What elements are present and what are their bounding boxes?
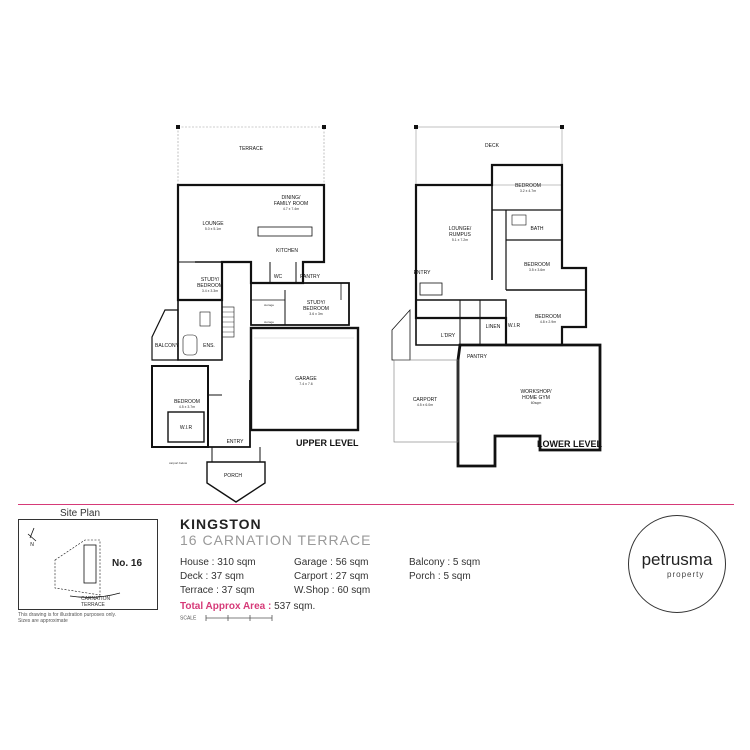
property-name: KINGSTON [180,516,262,532]
north-arrow-label: N [30,542,34,548]
upper-pantry-label: PANTRY [300,274,320,280]
area-wshop: W.Shop : 60 sqm [294,585,371,596]
company-logo: petrusma property [628,515,726,613]
area-carport: Carport : 27 sqm [294,571,369,582]
garage-dim: 7.4 x 7.6 [299,382,312,386]
street-name-2: TERRACE [81,602,105,608]
family-room-label: FAMILY ROOM [274,201,308,207]
carport-below-note: carport below [169,461,188,465]
disclaimer-line-2: Sizes are approximate [18,618,68,624]
area-garage: Garage : 56 sqm [294,557,369,568]
property-address: 16 CARNATION TERRACE [180,532,372,548]
carport-dim: 4.5 x 6.0m [417,403,433,407]
workshop-label: WORKSHOP/ [520,389,552,395]
area-deck: Deck : 37 sqm [180,571,244,582]
porch-area [206,461,266,503]
upper-study-label: STUDY/ [201,277,220,283]
upper-lounge-dim: 5.0 x 5.1m [205,227,221,231]
site-plan-box: No. 16 CARNATION TERRACE [18,519,158,610]
upper-study-b-label-2: BEDROOM [303,306,329,312]
upper-study-b-label: STUDY/ [307,300,326,306]
ens-label: ENS. [203,343,215,349]
street-name: CARNATION [81,596,111,602]
lower-bedroom-2-label: BEDROOM [524,262,550,268]
upper-wir-label: W.I.R [180,425,193,431]
upper-bedroom-dim: 4.5 x 3.7m [179,405,195,409]
lower-bedroom-1-label: BEDROOM [515,183,541,189]
balcony-label: BALCONY [155,343,180,349]
area-balcony: Balcony : 5 sqm [409,557,481,568]
kitchen-label: KITCHEN [276,248,298,254]
lower-wir-label: W.I.R [508,323,521,329]
lower-entry-label: ENTRY [414,270,432,276]
lot-number: No. 16 [112,558,143,569]
total-area-label: Total Approx Area : [180,601,272,612]
lower-level-plan: DECK BEDROOM 3.2 x 4.7m LOUNGE/ RUMPUS 5… [391,125,603,468]
ldry-label: L'DRY [441,333,456,339]
section-divider [18,504,734,505]
workshop-dim: 60sqm [531,401,542,405]
storage-label-1: storage [264,303,274,307]
site-plan-title: Site Plan [60,508,101,519]
balcony-area [151,309,179,361]
property-info: KINGSTON 16 CARNATION TERRACE [180,516,371,548]
upper-terrace-label: TERRACE [239,146,264,152]
logo-main-text: petrusma [641,550,713,569]
upper-level-title: UPPER LEVEL [296,438,359,448]
upper-bedroom-label: BEDROOM [174,399,200,405]
upper-study-label-2: BEDROOM [197,283,223,289]
area-porch: Porch : 5 sqm [409,571,471,582]
porch-label: PORCH [224,473,242,479]
upper-lounge-label: LOUNGE [202,221,224,227]
disclaimer-line-1: This drawing is for illustration purpose… [18,612,117,618]
linen-label: LINEN [486,324,501,330]
lower-level-title: LOWER LEVEL [537,439,603,449]
garage-area [249,326,360,432]
deck-label: DECK [485,143,500,149]
lower-bedroom-2-dim: 3.5 x 3.6m [529,268,545,272]
lower-bedroom-1-dim: 3.2 x 4.7m [520,189,536,193]
area-house: House : 310 sqm [180,557,256,568]
deck-area [415,126,563,186]
lower-lounge-label: LOUNGE/ [449,226,472,232]
lower-pantry-label: PANTRY [467,354,487,360]
wc-label: WC [274,274,283,280]
scale-label: SCALE [180,615,197,622]
home-gym-label: HOME GYM [522,395,550,401]
site-plan-drawing: N [27,527,121,598]
carport-label: CARPORT [413,397,437,403]
rumpus-label: RUMPUS [449,232,471,238]
upper-study-b-dim: 3.6 x 3m [309,312,323,316]
upper-entry-label: ENTRY [227,439,245,445]
upper-level-plan: TERRACE DINING/ FAMILY ROOM 4.7 x 7.4m L… [151,125,360,503]
dining-dim: 4.7 x 7.4m [283,207,299,211]
upper-study-dim: 3.4 x 3.3m [202,289,218,293]
disclaimer: This drawing is for illustration purpose… [18,612,116,624]
lower-bedroom-3-dim: 4.8 x 2.9m [540,320,556,324]
lower-lounge-dim: 5.1 x 7.2m [452,238,468,242]
scale-bar: SCALE [180,614,274,622]
terrace-area [177,126,325,186]
scale-bar-graphic [205,615,273,621]
carport-area [393,359,459,443]
bath-label: BATH [531,226,544,232]
dining-label: DINING/ [282,195,302,201]
storage-label-2: storage [264,320,274,324]
area-terrace: Terrace : 37 sqm [180,585,255,596]
total-area: Total Approx Area : 537 sqm. [180,601,315,612]
lower-bedroom-3-label: BEDROOM [535,314,561,320]
logo-sub-text: property [667,570,705,579]
total-area-value: 537 sqm. [274,601,316,612]
garage-label: GARAGE [295,376,317,382]
